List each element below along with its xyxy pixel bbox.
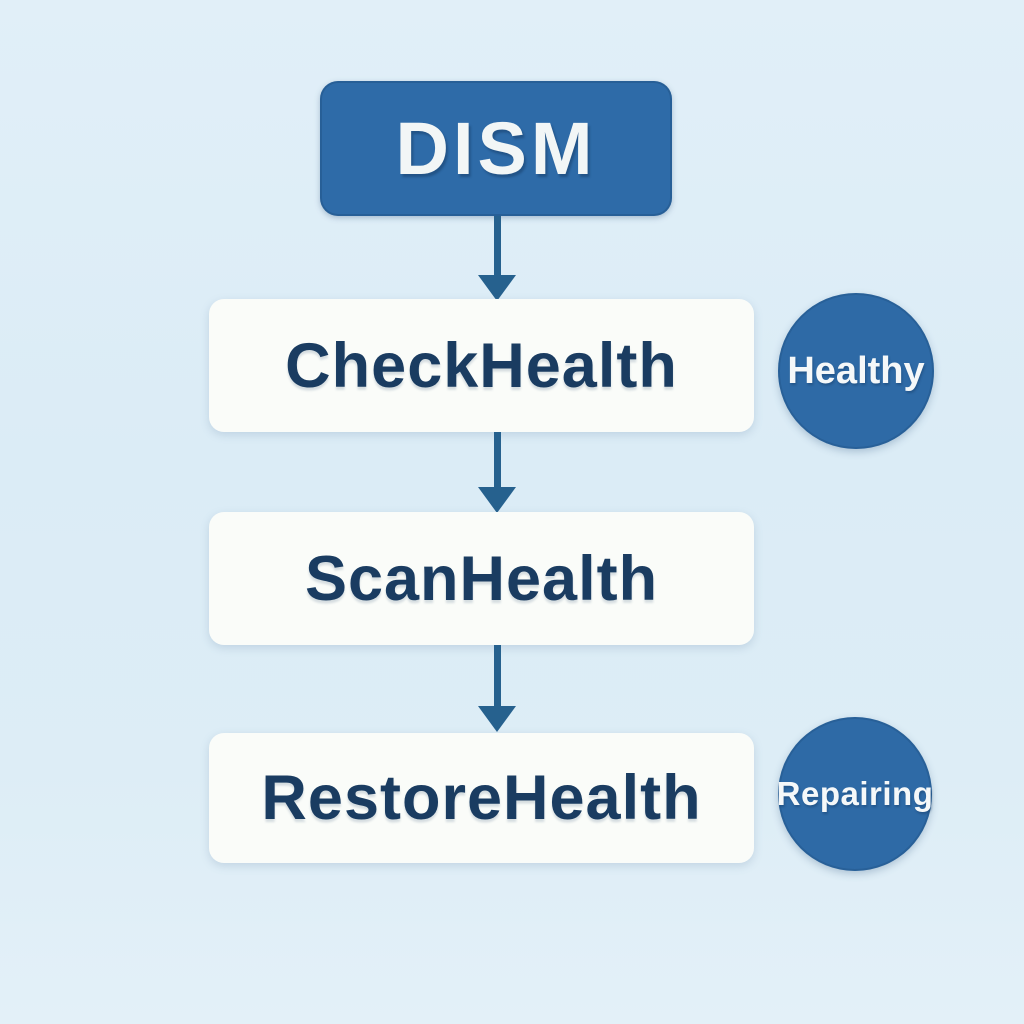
arrow-down-icon bbox=[478, 645, 516, 732]
node-dism: DISM bbox=[320, 81, 672, 216]
step-checkhealth: CheckHealth bbox=[209, 299, 754, 432]
arrow-down-icon bbox=[478, 432, 516, 513]
badge-repairing-label: Repairing bbox=[776, 775, 934, 812]
badge-healthy-label: Healthy bbox=[787, 349, 925, 392]
step-scanhealth: ScanHealth bbox=[209, 512, 754, 645]
arrow-head bbox=[478, 275, 516, 301]
step-checkhealth-label: CheckHealth bbox=[285, 330, 678, 401]
arrow-head bbox=[478, 487, 516, 513]
badge-healthy: Healthy bbox=[778, 293, 934, 449]
step-restorehealth-label: RestoreHealth bbox=[261, 763, 702, 833]
step-restorehealth: RestoreHealth bbox=[209, 733, 754, 863]
node-dism-label: DISM bbox=[395, 107, 597, 190]
arrow-down-icon bbox=[478, 216, 516, 301]
badge-repairing: Repairing bbox=[776, 717, 934, 871]
arrow-shaft bbox=[493, 432, 501, 489]
arrow-shaft bbox=[493, 645, 501, 707]
arrow-head bbox=[478, 706, 516, 732]
step-scanhealth-label: ScanHealth bbox=[304, 543, 659, 614]
arrow-shaft bbox=[493, 216, 501, 276]
